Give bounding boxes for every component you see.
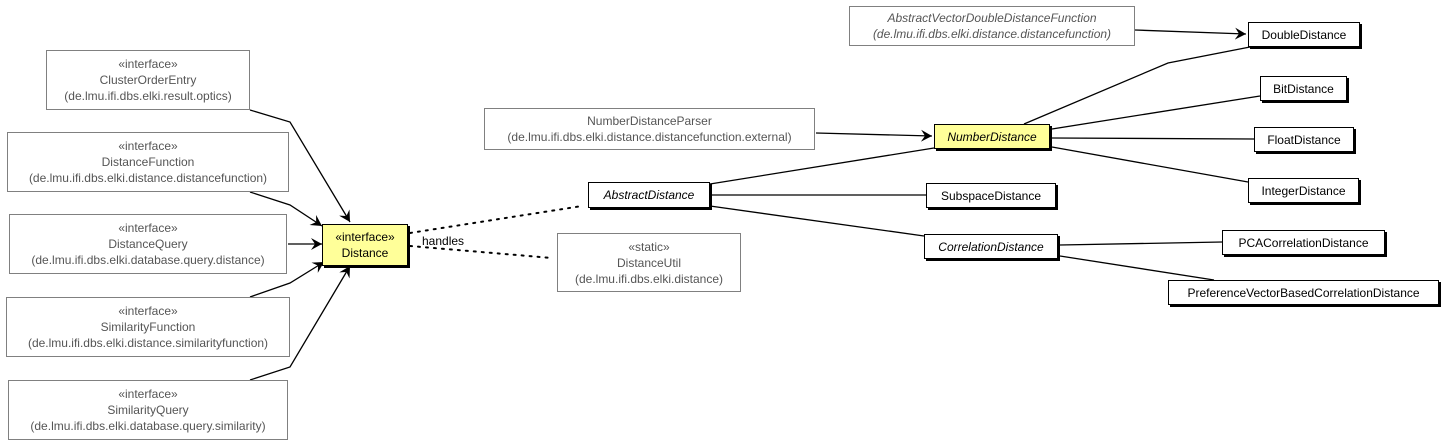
package-name: (de.lmu.ifi.dbs.elki.distance): [574, 271, 724, 286]
edge-distance-distanceutil: [409, 245, 553, 259]
edge-distancefunction-distance: [249, 191, 323, 227]
class-name: NumberDistanceParser: [587, 114, 712, 128]
class-name: ClusterOrderEntry: [99, 73, 197, 87]
package-name: (de.lmu.ifi.dbs.elki.database.query.dist…: [31, 253, 265, 267]
class-name: DistanceQuery: [108, 237, 188, 251]
edge-numberdistance-bitdistance: [1051, 95, 1261, 130]
edge-distance-abstractdistance: [409, 205, 583, 234]
stereotype: «interface»: [118, 387, 178, 401]
edge-abstractdistance-numberdistance: [709, 147, 935, 185]
edge-numberdistanceparser-numberdistance: [815, 129, 933, 142]
package-name: (de.lmu.ifi.dbs.elki.database.query.simi…: [30, 419, 266, 433]
node-distance-util[interactable]: «static» DistanceUtil (de.lmu.ifi.dbs.el…: [557, 233, 741, 292]
edge-numberdistance-doubledistance: [1023, 46, 1251, 125]
edge-similarityquery-distance: [249, 265, 351, 381]
class-name: FloatDistance: [1267, 132, 1341, 147]
class-name: PreferenceVectorBasedCorrelationDistance: [1187, 285, 1420, 300]
edge-correlationdistance-preferencevectordistance: [1059, 255, 1215, 281]
node-double-distance[interactable]: DoubleDistance: [1248, 22, 1360, 47]
stereotype: «interface»: [118, 221, 178, 235]
node-distance-function[interactable]: «interface» DistanceFunction (de.lmu.ifi…: [7, 132, 289, 192]
class-name: BitDistance: [1273, 81, 1334, 96]
node-similarity-query[interactable]: «interface» SimilarityQuery (de.lmu.ifi.…: [8, 380, 288, 440]
package-name: (de.lmu.ifi.dbs.elki.distance.distancefu…: [507, 130, 792, 144]
class-name: DistanceFunction: [101, 155, 195, 169]
class-name: DistanceUtil: [616, 255, 682, 270]
node-cluster-order-entry[interactable]: «interface» ClusterOrderEntry (de.lmu.if…: [46, 50, 250, 110]
package-name: (de.lmu.ifi.dbs.elki.distance.distancefu…: [872, 27, 1112, 41]
class-name: Distance: [341, 246, 389, 260]
node-similarity-function[interactable]: «interface» SimilarityFunction (de.lmu.i…: [6, 297, 290, 357]
class-name: AbstractVectorDoubleDistanceFunction: [887, 11, 1097, 25]
node-abstract-vector-double-distance-function[interactable]: AbstractVectorDoubleDistanceFunction (de…: [849, 6, 1135, 46]
edge-clusterorderentry-distance: [249, 109, 351, 223]
class-name: SimilarityFunction: [100, 320, 196, 334]
class-name: SimilarityQuery: [107, 403, 189, 417]
edge-correlationdistance-pcacorrelationdistance: [1059, 241, 1223, 246]
edge-abstractdistance-correlationdistance: [709, 205, 925, 237]
package-name: (de.lmu.ifi.dbs.elki.result.optics): [64, 89, 232, 103]
class-name: AbstractDistance: [603, 188, 695, 202]
class-name: CorrelationDistance: [938, 239, 1044, 254]
class-name: PCACorrelationDistance: [1238, 235, 1369, 250]
node-distance[interactable]: «interface» Distance: [322, 224, 408, 266]
class-name: NumberDistance: [947, 129, 1037, 144]
node-number-distance-parser[interactable]: NumberDistanceParser (de.lmu.ifi.dbs.elk…: [484, 108, 815, 150]
edge-similarityfunction-distance: [249, 261, 325, 298]
edge-numberdistance-floatdistance: [1051, 137, 1255, 140]
class-name: DoubleDistance: [1261, 27, 1347, 42]
package-name: (de.lmu.ifi.dbs.elki.distance.similarity…: [27, 336, 269, 350]
node-correlation-distance[interactable]: CorrelationDistance: [924, 234, 1058, 259]
stereotype: «interface»: [118, 139, 178, 153]
node-preference-vector-based-correlation-distance[interactable]: PreferenceVectorBasedCorrelationDistance: [1168, 280, 1439, 305]
edge-label-handles: handles: [422, 234, 465, 248]
stereotype: «interface»: [118, 57, 178, 71]
stereotype: «static»: [628, 239, 670, 254]
node-abstract-distance[interactable]: AbstractDistance: [588, 182, 710, 208]
node-pca-correlation-distance[interactable]: PCACorrelationDistance: [1222, 230, 1385, 255]
class-name: SubspaceDistance: [940, 188, 1042, 203]
node-integer-distance[interactable]: IntegerDistance: [1248, 178, 1359, 203]
edge-abstractvectordoubledistancefunction-doubledistance: [1134, 27, 1247, 40]
stereotype: «interface»: [118, 304, 178, 318]
edge-numberdistance-integerdistance: [1051, 146, 1249, 183]
node-distance-query[interactable]: «interface» DistanceQuery (de.lmu.ifi.db…: [9, 214, 287, 274]
stereotype: «interface»: [335, 230, 395, 244]
node-subspace-distance[interactable]: SubspaceDistance: [926, 183, 1056, 208]
node-bit-distance[interactable]: BitDistance: [1260, 76, 1347, 101]
package-name: (de.lmu.ifi.dbs.elki.distance.distancefu…: [28, 171, 268, 185]
node-float-distance[interactable]: FloatDistance: [1254, 127, 1354, 152]
class-name: IntegerDistance: [1261, 183, 1346, 198]
node-number-distance[interactable]: NumberDistance: [934, 124, 1050, 149]
